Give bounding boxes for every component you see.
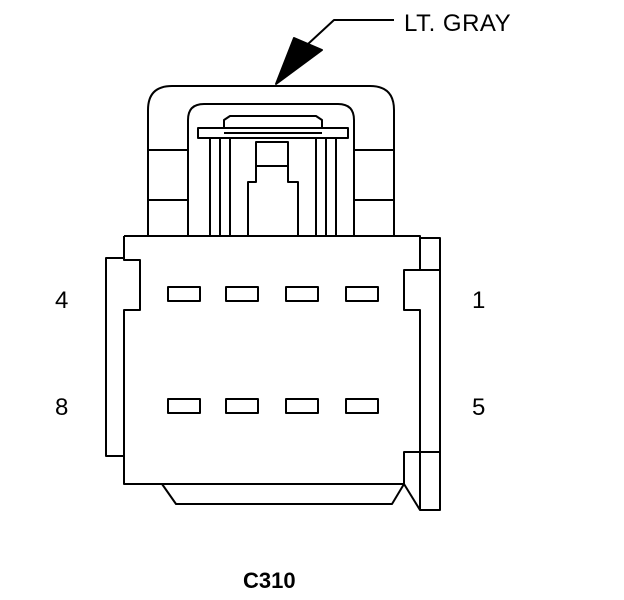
- pin-number-label: 4: [55, 287, 69, 314]
- pin-number-label: 5: [472, 394, 486, 421]
- connector-color-label: LT. GRAY: [404, 10, 512, 37]
- lock-housing-outer: [147, 85, 395, 236]
- right-rail: [419, 237, 441, 511]
- left-tab: [105, 257, 124, 457]
- latch-cap: [223, 115, 323, 128]
- terminal-cavity: [167, 398, 201, 414]
- leader-line: [307, 19, 394, 45]
- terminal-cavity: [285, 398, 319, 414]
- lock-housing-inner: [187, 103, 355, 236]
- pin-number-label: 8: [55, 394, 69, 421]
- terminal-cavity: [345, 398, 379, 414]
- terminal-cavity: [225, 286, 259, 302]
- latch-crossbar: [197, 127, 349, 139]
- bottom-lip: [161, 483, 405, 505]
- terminal-cavity: [285, 286, 319, 302]
- leader-arrowhead: [275, 37, 323, 85]
- pin-number-label: 1: [472, 287, 486, 314]
- terminal-cavity: [225, 398, 259, 414]
- connector-id: C310: [243, 568, 296, 593]
- bottom-lip-inner: [403, 483, 421, 511]
- terminal-cavity: [167, 286, 201, 302]
- center-key: [247, 141, 299, 237]
- terminal-cavity: [345, 286, 379, 302]
- connector-body: [123, 235, 421, 485]
